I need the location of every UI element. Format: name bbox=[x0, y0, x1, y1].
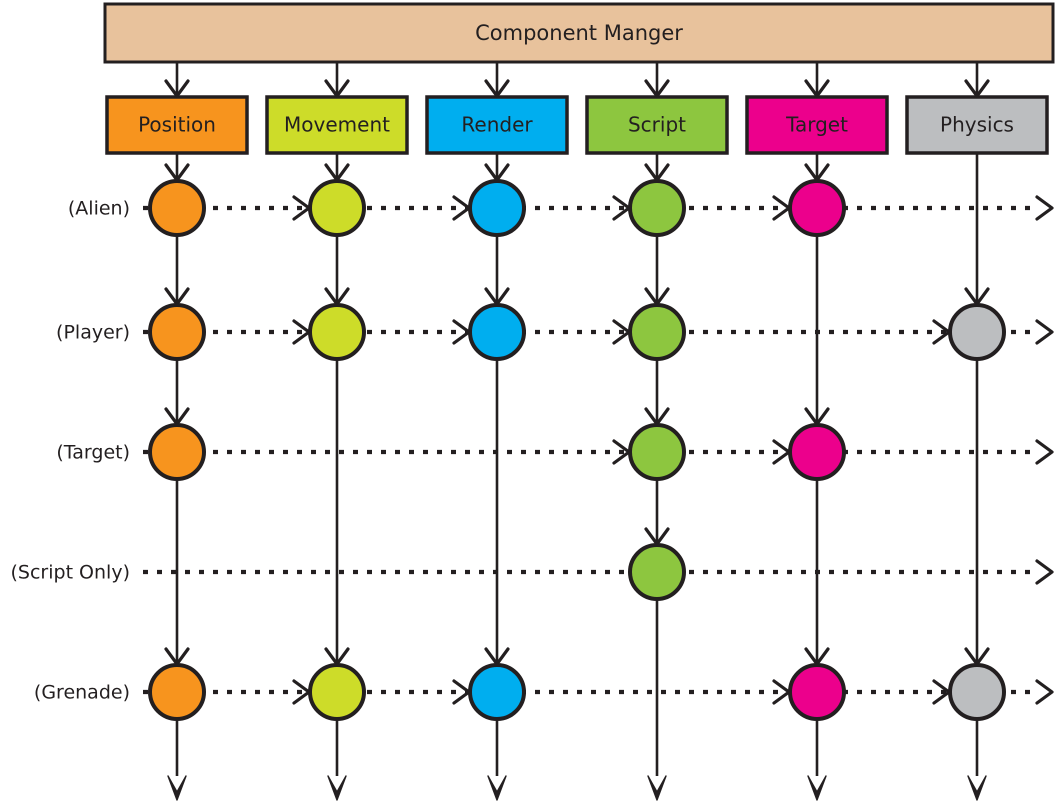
entity-node-script-row0[interactable] bbox=[628, 179, 686, 237]
row-terminal-arrow-3 bbox=[1035, 559, 1054, 585]
component-box-target[interactable] bbox=[745, 95, 889, 155]
component-box-physics[interactable] bbox=[905, 95, 1049, 155]
entity-node-physics-row1[interactable] bbox=[948, 303, 1006, 361]
entity-node-script-row2[interactable] bbox=[628, 423, 686, 481]
entity-node-movement-row4[interactable] bbox=[308, 663, 366, 721]
entity-node-target-row0[interactable] bbox=[788, 179, 846, 237]
arrow-into-render-row1 bbox=[452, 319, 471, 345]
entity-nodes-layer bbox=[148, 179, 1006, 721]
entity-node-script-row3[interactable] bbox=[628, 543, 686, 601]
arrow-manager-to-position bbox=[164, 79, 190, 98]
row-lines-layer bbox=[143, 205, 1036, 695]
column-terminal-arrow-movement bbox=[327, 775, 347, 801]
entity-node-movement-row1[interactable] bbox=[308, 303, 366, 361]
entity-node-render-row1[interactable] bbox=[468, 303, 526, 361]
column-lines-layer bbox=[175, 62, 979, 776]
row-label-4: (Grenade) bbox=[34, 682, 130, 704]
row-terminal-arrow-2 bbox=[1035, 439, 1054, 465]
row-terminal-arrow-4 bbox=[1035, 679, 1054, 705]
entity-node-physics-row4[interactable] bbox=[948, 663, 1006, 721]
row-label-3: (Script Only) bbox=[11, 562, 131, 584]
row-terminal-arrow-0 bbox=[1035, 195, 1054, 221]
component-label-movement: Movement bbox=[284, 113, 390, 137]
arrow-manager-to-physics bbox=[964, 79, 990, 98]
row-label-2: (Target) bbox=[56, 442, 130, 464]
arrow-manager-to-movement bbox=[324, 79, 350, 98]
entity-node-target-row4[interactable] bbox=[788, 663, 846, 721]
arrow-manager-to-target bbox=[804, 79, 830, 98]
component-label-target: Target bbox=[785, 113, 848, 137]
column-terminal-arrow-physics bbox=[967, 775, 987, 801]
row-label-1: (Player) bbox=[56, 322, 130, 344]
column-terminal-arrow-script bbox=[647, 775, 667, 801]
component-label-script: Script bbox=[628, 113, 686, 137]
entity-node-render-row0[interactable] bbox=[468, 179, 526, 237]
entity-node-position-row2[interactable] bbox=[148, 423, 206, 481]
column-terminal-arrow-target bbox=[807, 775, 827, 801]
component-label-physics: Physics bbox=[940, 113, 1014, 137]
entity-node-target-row2[interactable] bbox=[788, 423, 846, 481]
column-terminal-arrow-position bbox=[167, 775, 187, 801]
row-terminal-arrow-1 bbox=[1035, 319, 1054, 345]
arrow-manager-to-render bbox=[484, 79, 510, 98]
column-terminal-arrow-render bbox=[487, 775, 507, 801]
arrow-manager-to-script bbox=[644, 79, 670, 98]
arrow-into-render-row4 bbox=[452, 679, 471, 705]
entity-node-script-row1[interactable] bbox=[628, 303, 686, 361]
entity-node-movement-row0[interactable] bbox=[308, 179, 366, 237]
component-manager-box[interactable] bbox=[103, 2, 1055, 64]
component-label-render: Render bbox=[461, 113, 533, 137]
arrow-into-render-row0 bbox=[452, 195, 471, 221]
row-labels-layer: (Alien) (Player) (Target) (Script Only) (Gre… bbox=[11, 198, 131, 704]
entity-node-position-row1[interactable] bbox=[148, 303, 206, 361]
component-boxes-layer: Position Movement Render Script Target Physic… bbox=[105, 95, 1049, 155]
row-label-0: (Alien) bbox=[68, 198, 130, 220]
entity-node-render-row4[interactable] bbox=[468, 663, 526, 721]
component-label-position: Position bbox=[138, 113, 216, 137]
manager-layer: Component Manger bbox=[103, 2, 1055, 64]
entity-node-position-row0[interactable] bbox=[148, 179, 206, 237]
component-manager-label: Component Manger bbox=[475, 21, 683, 45]
entity-node-position-row4[interactable] bbox=[148, 663, 206, 721]
